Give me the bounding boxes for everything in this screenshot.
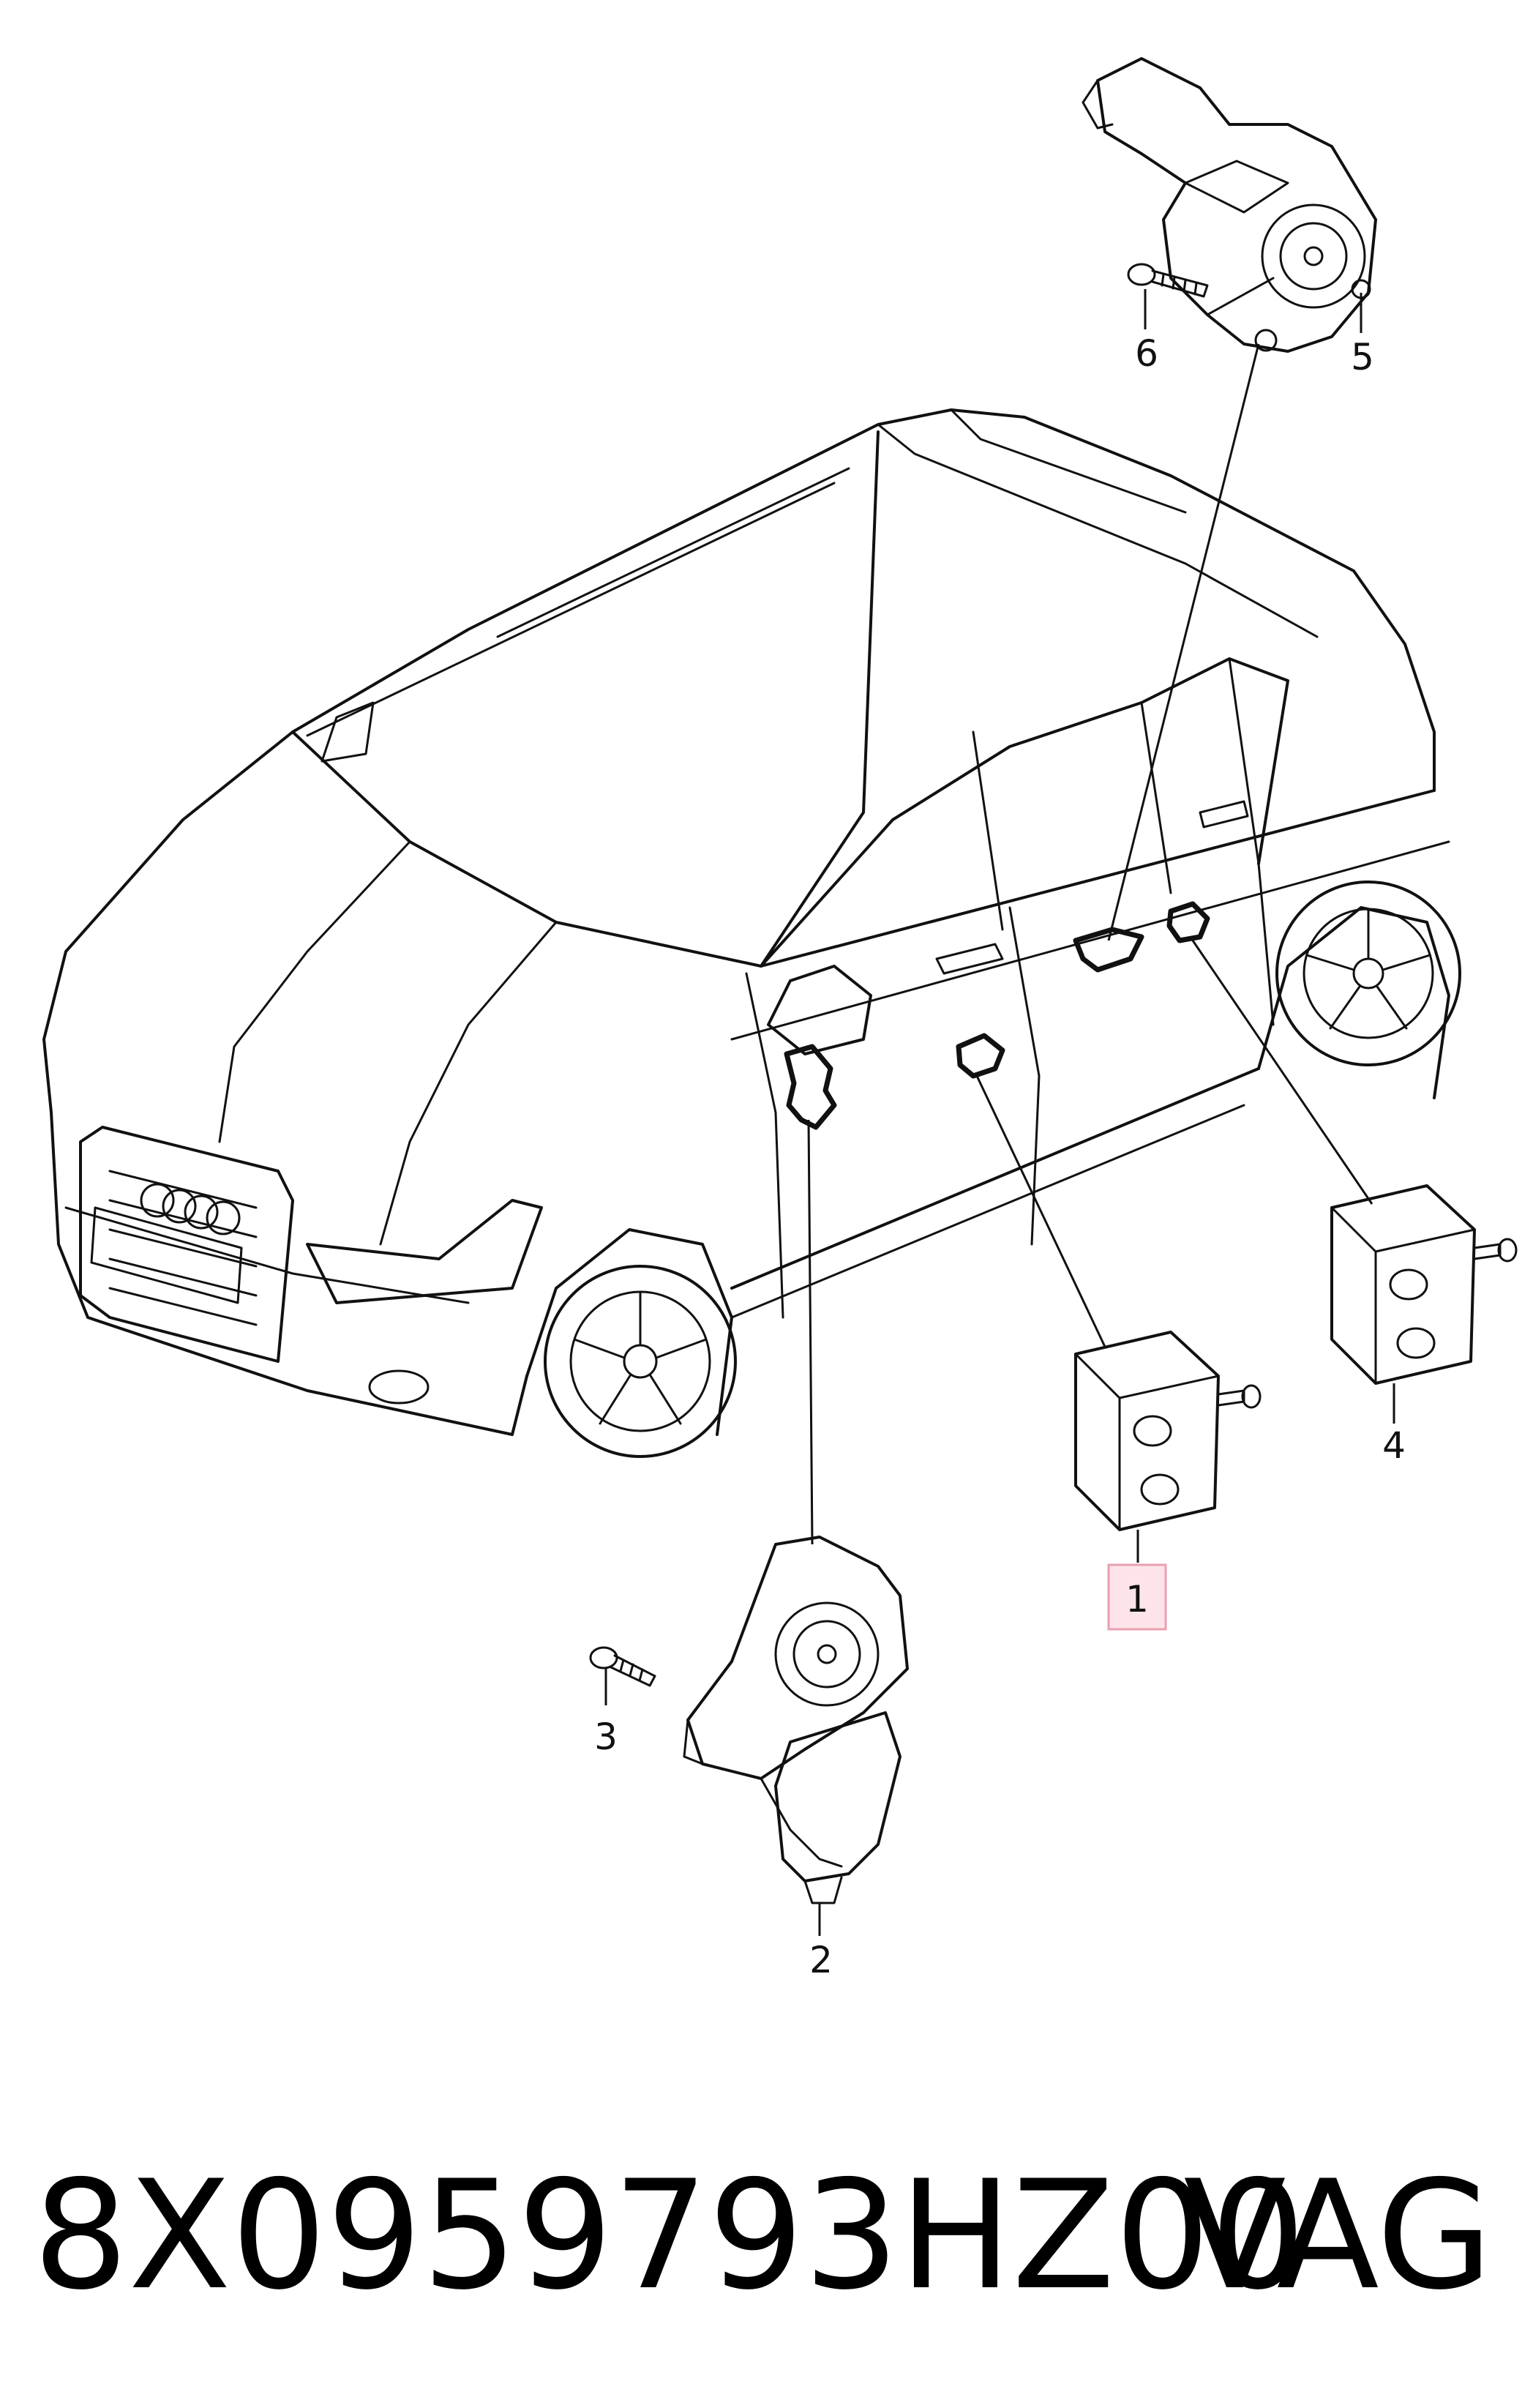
part-3-bolt xyxy=(589,1646,656,1687)
part-number-text: 8X0959793HZ00 xyxy=(33,2149,1306,2323)
callout-2[interactable]: 2 xyxy=(809,1939,833,1981)
leader-1 xyxy=(975,1075,1106,1347)
leader-4 xyxy=(1191,940,1373,1205)
brand-text: VAG xyxy=(1183,2149,1493,2323)
car-illustration xyxy=(42,408,1461,1458)
callout-4[interactable]: 4 xyxy=(1382,1424,1406,1467)
callout-labels: 1 2 3 4 5 6 xyxy=(594,332,1406,1981)
mount-locations xyxy=(784,901,1210,1130)
part-1-control-unit xyxy=(1074,1331,1262,1531)
part-5-window-motor xyxy=(1082,57,1377,353)
callout-5[interactable]: 5 xyxy=(1351,336,1374,378)
callout-1-highlight xyxy=(1107,1563,1167,1631)
callout-6[interactable]: 6 xyxy=(1135,332,1158,375)
leader-2 xyxy=(807,1119,814,1545)
leader-5 xyxy=(1107,343,1260,941)
leader-lines xyxy=(604,289,1395,1936)
part-2-window-motor xyxy=(683,1536,909,1904)
callout-3[interactable]: 3 xyxy=(594,1716,618,1758)
part-6-bolt xyxy=(1127,263,1209,298)
callout-1[interactable]: 1 xyxy=(1125,1578,1149,1620)
part-4-control-unit xyxy=(1330,1184,1518,1385)
